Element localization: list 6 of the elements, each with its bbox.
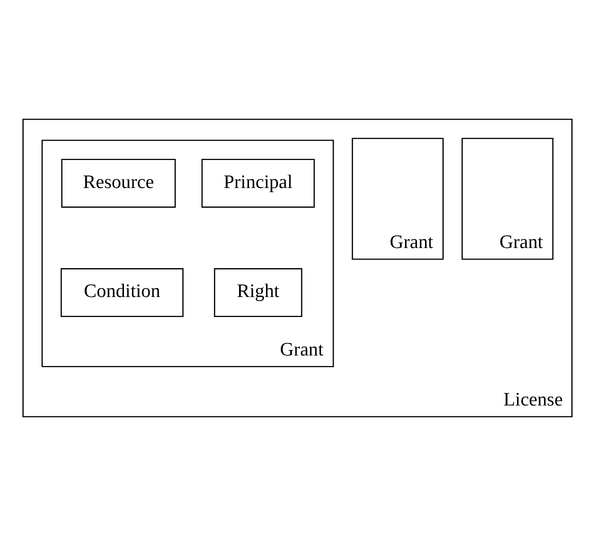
node-box: Grant [352,137,444,260]
node-box: Resource [61,158,176,208]
node-box: Grant [462,137,554,260]
node-box: Condition [60,268,184,317]
node-box: Principal [201,158,315,208]
node-box: Right [214,268,302,317]
